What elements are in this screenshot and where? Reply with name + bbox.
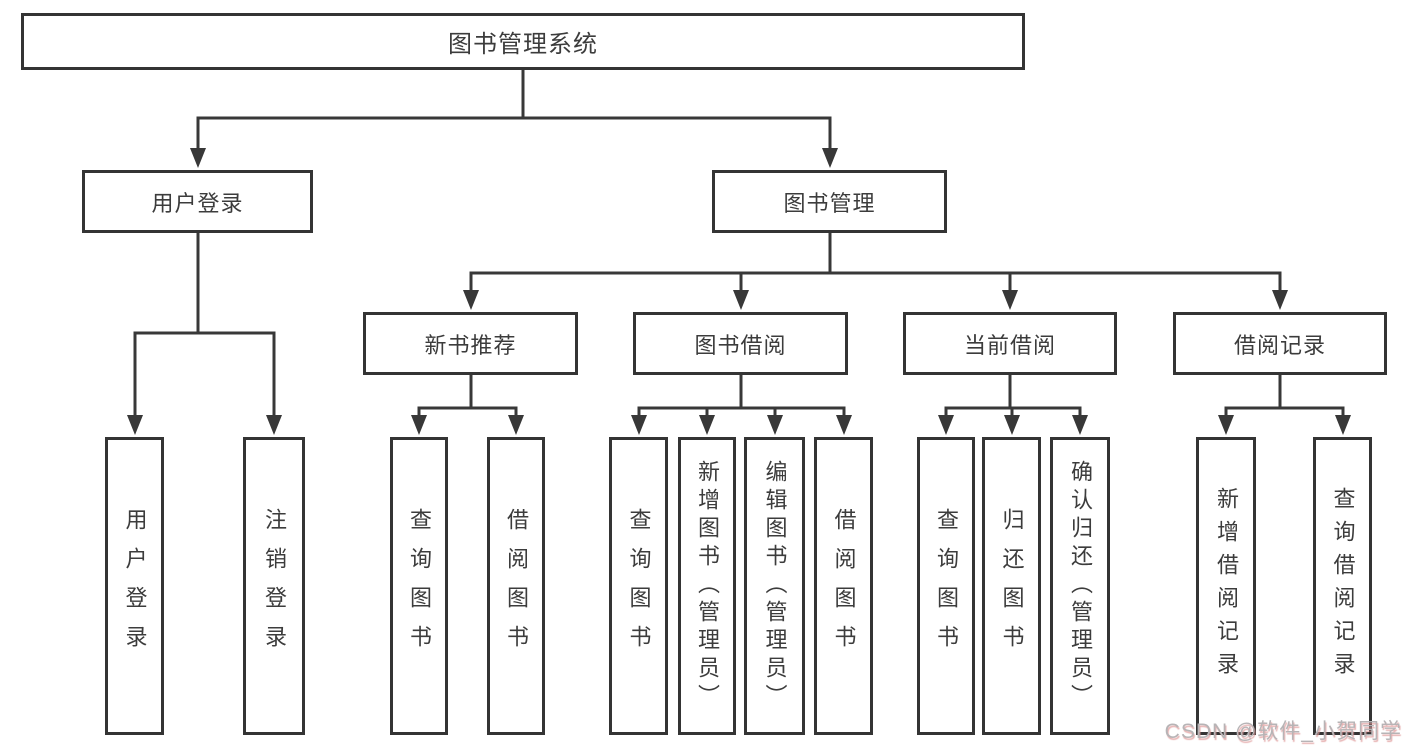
node-label: 图书借阅 xyxy=(694,332,787,358)
arrowhead-icon xyxy=(699,415,715,435)
node-root: 图书管理系统 xyxy=(21,13,1025,70)
arrowhead-icon xyxy=(1335,415,1351,435)
node-query-borrow-record: 查询借阅记录 xyxy=(1313,437,1372,735)
arrowhead-icon xyxy=(938,415,954,435)
node-label: 用户登录 xyxy=(122,508,148,664)
node-book-borrowing: 图书借阅 xyxy=(633,312,848,375)
arrowhead-icon xyxy=(1004,415,1020,435)
arrowhead-icon xyxy=(127,415,143,435)
arrowhead-icon xyxy=(411,415,427,435)
node-query-book-1: 查询图书 xyxy=(390,437,448,735)
node-add-borrow-record: 新增借阅记录 xyxy=(1196,437,1256,735)
node-query-book-3: 查询图书 xyxy=(917,437,975,735)
node-label: 查询图书 xyxy=(934,508,959,664)
node-new-book-recommend: 新书推荐 xyxy=(363,312,578,375)
arrowhead-icon xyxy=(266,415,282,435)
node-label: 新书推荐 xyxy=(424,332,517,358)
node-label: 注销登录 xyxy=(262,508,287,664)
arrowhead-icon xyxy=(463,290,479,310)
node-borrow-book-2: 借阅图书 xyxy=(814,437,873,735)
arrowhead-icon xyxy=(822,148,838,168)
node-add-book-admin: 新增图书（管理员） xyxy=(678,437,736,735)
arrowhead-icon xyxy=(1218,415,1234,435)
arrowhead-icon xyxy=(733,290,749,310)
arrowhead-icon xyxy=(508,415,524,435)
node-label: 用户登录 xyxy=(151,190,244,216)
watermark: CSDN @软件_小贺同学 xyxy=(1164,720,1402,743)
node-query-book-2: 查询图书 xyxy=(609,437,668,735)
node-label: 借阅记录 xyxy=(1233,332,1326,358)
node-label: 新增借阅记录 xyxy=(1214,487,1239,685)
node-label: 归还图书 xyxy=(999,508,1025,664)
node-label: 确认归还（管理员） xyxy=(1068,460,1093,712)
node-label: 查询借阅记录 xyxy=(1330,487,1356,685)
arrowhead-icon xyxy=(1072,415,1088,435)
arrowhead-icon xyxy=(1002,290,1018,310)
node-label: 查询图书 xyxy=(407,508,432,664)
node-label: 图书管理系统 xyxy=(448,31,598,58)
arrowhead-icon xyxy=(631,415,647,435)
node-borrow-book-1: 借阅图书 xyxy=(487,437,545,735)
node-current-borrowing: 当前借阅 xyxy=(903,312,1117,375)
arrowhead-icon xyxy=(1272,290,1288,310)
node-label: 查询图书 xyxy=(626,508,652,664)
node-label: 当前借阅 xyxy=(963,332,1056,358)
node-edit-book-admin: 编辑图书（管理员） xyxy=(744,437,805,735)
node-label: 编辑图书（管理员） xyxy=(762,460,788,712)
arrowhead-icon xyxy=(767,415,783,435)
node-user-login-leaf: 用户登录 xyxy=(105,437,164,735)
node-label: 借阅图书 xyxy=(831,508,857,664)
node-label: 借阅图书 xyxy=(504,508,529,664)
arrowhead-icon xyxy=(190,148,206,168)
node-borrowing-records: 借阅记录 xyxy=(1173,312,1387,375)
node-label: 新增图书（管理员） xyxy=(695,460,720,712)
node-logout-leaf: 注销登录 xyxy=(243,437,305,735)
node-return-book: 归还图书 xyxy=(982,437,1041,735)
node-label: 图书管理 xyxy=(783,190,876,216)
node-book-management: 图书管理 xyxy=(712,170,947,233)
node-user-login: 用户登录 xyxy=(82,170,313,233)
arrowhead-icon xyxy=(836,415,852,435)
node-confirm-return-admin: 确认归还（管理员） xyxy=(1050,437,1110,735)
